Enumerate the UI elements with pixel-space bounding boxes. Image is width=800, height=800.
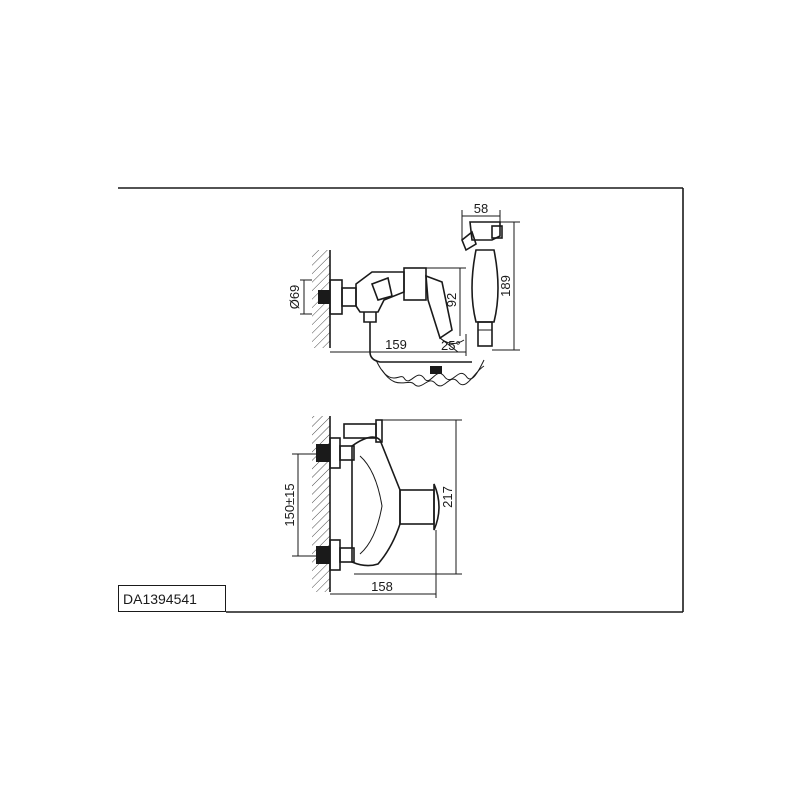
dim-flange-diameter: Ø69 — [287, 285, 302, 310]
dim-angle: 25° — [441, 338, 461, 353]
dim-body-height: 92 — [444, 293, 459, 307]
product-code-box: DA1394541 — [118, 585, 226, 612]
side-mixer-body — [355, 267, 453, 340]
front-view: 217 150±15 158 — [282, 416, 462, 598]
product-code: DA1394541 — [123, 590, 197, 607]
dim-front-height: 217 — [440, 486, 455, 508]
side-flange — [318, 279, 357, 315]
drawing-frame — [118, 187, 684, 613]
dim-centre-distance: 150±15 — [282, 483, 297, 526]
front-connector-bottom — [316, 539, 355, 571]
side-hand-shower — [461, 221, 503, 347]
side-hose — [369, 322, 485, 387]
dim-side-projection: 159 — [385, 337, 407, 352]
front-connector-top — [316, 437, 355, 469]
side-view: Ø69 58 189 92 159 25° — [287, 201, 520, 387]
front-mixer-body — [343, 419, 440, 567]
front-dimensions — [292, 419, 462, 598]
dim-front-projection: 158 — [371, 579, 393, 594]
dim-handset-height: 189 — [498, 275, 513, 297]
side-dimensions — [300, 210, 520, 356]
front-wall — [312, 416, 331, 592]
dim-handset-width: 58 — [474, 201, 488, 216]
